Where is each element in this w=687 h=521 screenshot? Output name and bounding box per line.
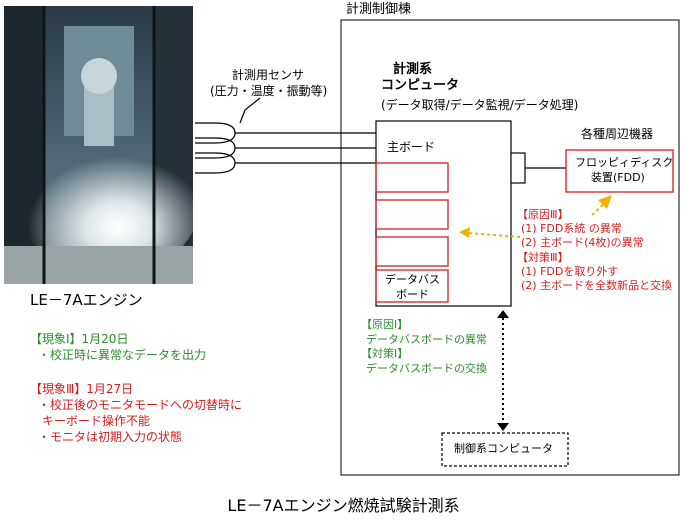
measure3-heading: 【対策Ⅲ】 bbox=[517, 251, 569, 264]
fdd-connector bbox=[510, 152, 526, 184]
engine-label: LE－7Aエンジン bbox=[30, 291, 143, 309]
main-board-label: 主ボード bbox=[387, 140, 436, 154]
computer-box bbox=[375, 120, 512, 307]
cause3-item1: (1) FDD系統 の異常 bbox=[521, 222, 622, 235]
cause1-item: データバスボードの異常 bbox=[366, 333, 487, 346]
sensor-label-line1: 計測用センサ bbox=[232, 68, 305, 82]
databus-label-line2: ボード bbox=[396, 288, 429, 301]
measure3-item1: (1) FDDを取り外す bbox=[521, 265, 619, 278]
main-board-1 bbox=[375, 162, 449, 193]
computer-subtitle: (データ取得/データ監視/データ処理) bbox=[381, 98, 579, 112]
sensor-bundle bbox=[195, 97, 376, 174]
event3-item2: キーボード操作不能 bbox=[42, 414, 151, 428]
cause1-heading: 【原因Ⅰ】 bbox=[361, 318, 409, 331]
control-computer-label: 制御系コンピュータ bbox=[454, 442, 553, 455]
event1-heading: 【現象Ⅰ】1月20日 bbox=[30, 332, 129, 346]
computer-title-2: コンピュータ bbox=[381, 78, 460, 93]
event3-heading: 【現象Ⅲ】1月27日 bbox=[30, 382, 134, 396]
measure1-item: データバスボードの交換 bbox=[366, 362, 487, 375]
databus-board-box bbox=[375, 269, 449, 303]
event3-item1: ・校正後のモニタモードへの切替時に bbox=[38, 398, 243, 412]
fdd-label-line2: 装置(FDD) bbox=[591, 171, 645, 184]
main-board-2 bbox=[375, 199, 449, 230]
fdd-box bbox=[565, 149, 674, 193]
control-computer-box bbox=[441, 432, 569, 467]
fdd-label-line1: フロッピィディスク bbox=[575, 156, 674, 169]
building-label: 計測制御棟 bbox=[346, 2, 412, 17]
main-board-3 bbox=[375, 236, 449, 267]
computer-title-1: 計測系 bbox=[393, 62, 433, 77]
building-outline bbox=[340, 19, 680, 476]
databus-label-line1: データバス bbox=[385, 273, 440, 286]
peripherals-label: 各種周辺機器 bbox=[581, 127, 654, 141]
sensor-label-line2: (圧力・温度・振動等) bbox=[210, 84, 328, 98]
measure1-heading: 【対策Ⅰ】 bbox=[361, 347, 409, 360]
engine-photo bbox=[4, 6, 193, 284]
measure3-item2: (2) 主ボードを全数新品と交換 bbox=[521, 279, 673, 292]
caption: LE－7Aエンジン燃焼試験計測系 bbox=[227, 496, 460, 515]
event3-item3: ・モニタは初期入力の状態 bbox=[38, 430, 183, 444]
cause3-heading: 【原因Ⅲ】 bbox=[517, 208, 569, 221]
cause3-item2: (2) 主ボード(4枚)の異常 bbox=[521, 236, 644, 249]
event1-item: ・校正時に異常なデータを出力 bbox=[38, 348, 207, 362]
